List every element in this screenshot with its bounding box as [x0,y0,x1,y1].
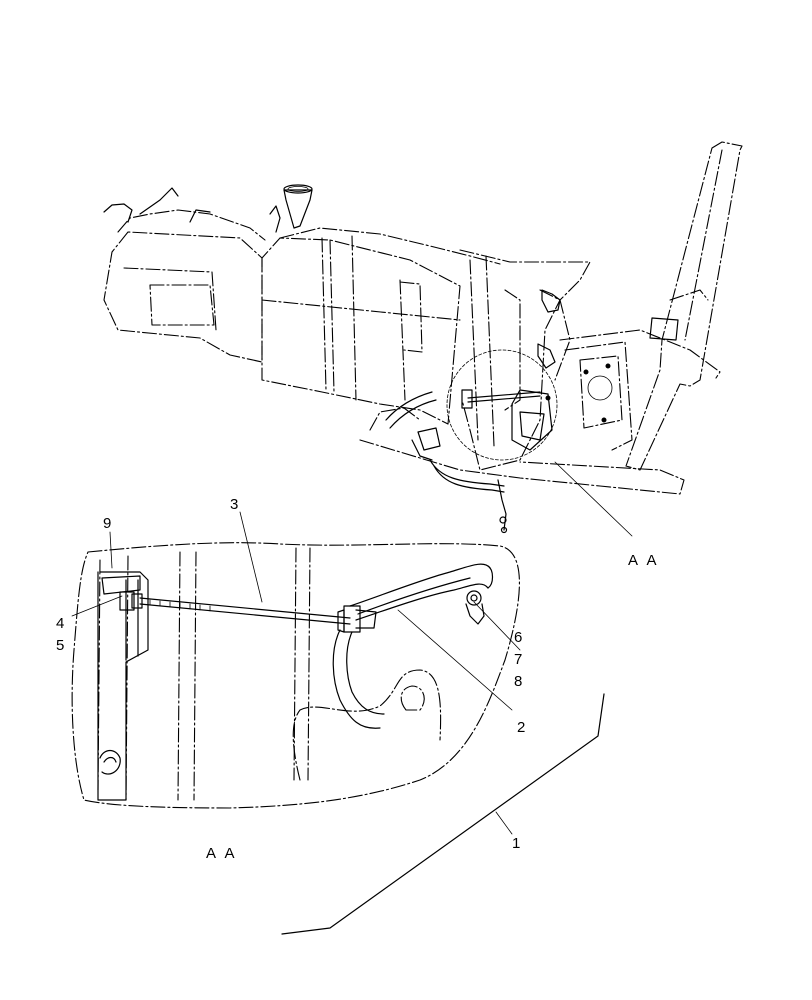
callout-9: 9 [103,515,111,532]
leader-lines [71,511,605,935]
view-label-main: A A [628,552,660,569]
callout-7: 7 [514,651,522,668]
callout-6: 6 [514,629,522,646]
callout-8: 8 [514,673,522,690]
view-label-detail: A A [206,845,238,862]
callout-5: 5 [56,637,64,654]
callout-3: 3 [230,496,238,513]
callout-1: 1 [512,835,520,852]
callout-2: 2 [517,719,525,736]
detail-view-aa [71,542,520,809]
callout-4: 4 [56,615,64,632]
tank-assembly-view [103,141,743,537]
